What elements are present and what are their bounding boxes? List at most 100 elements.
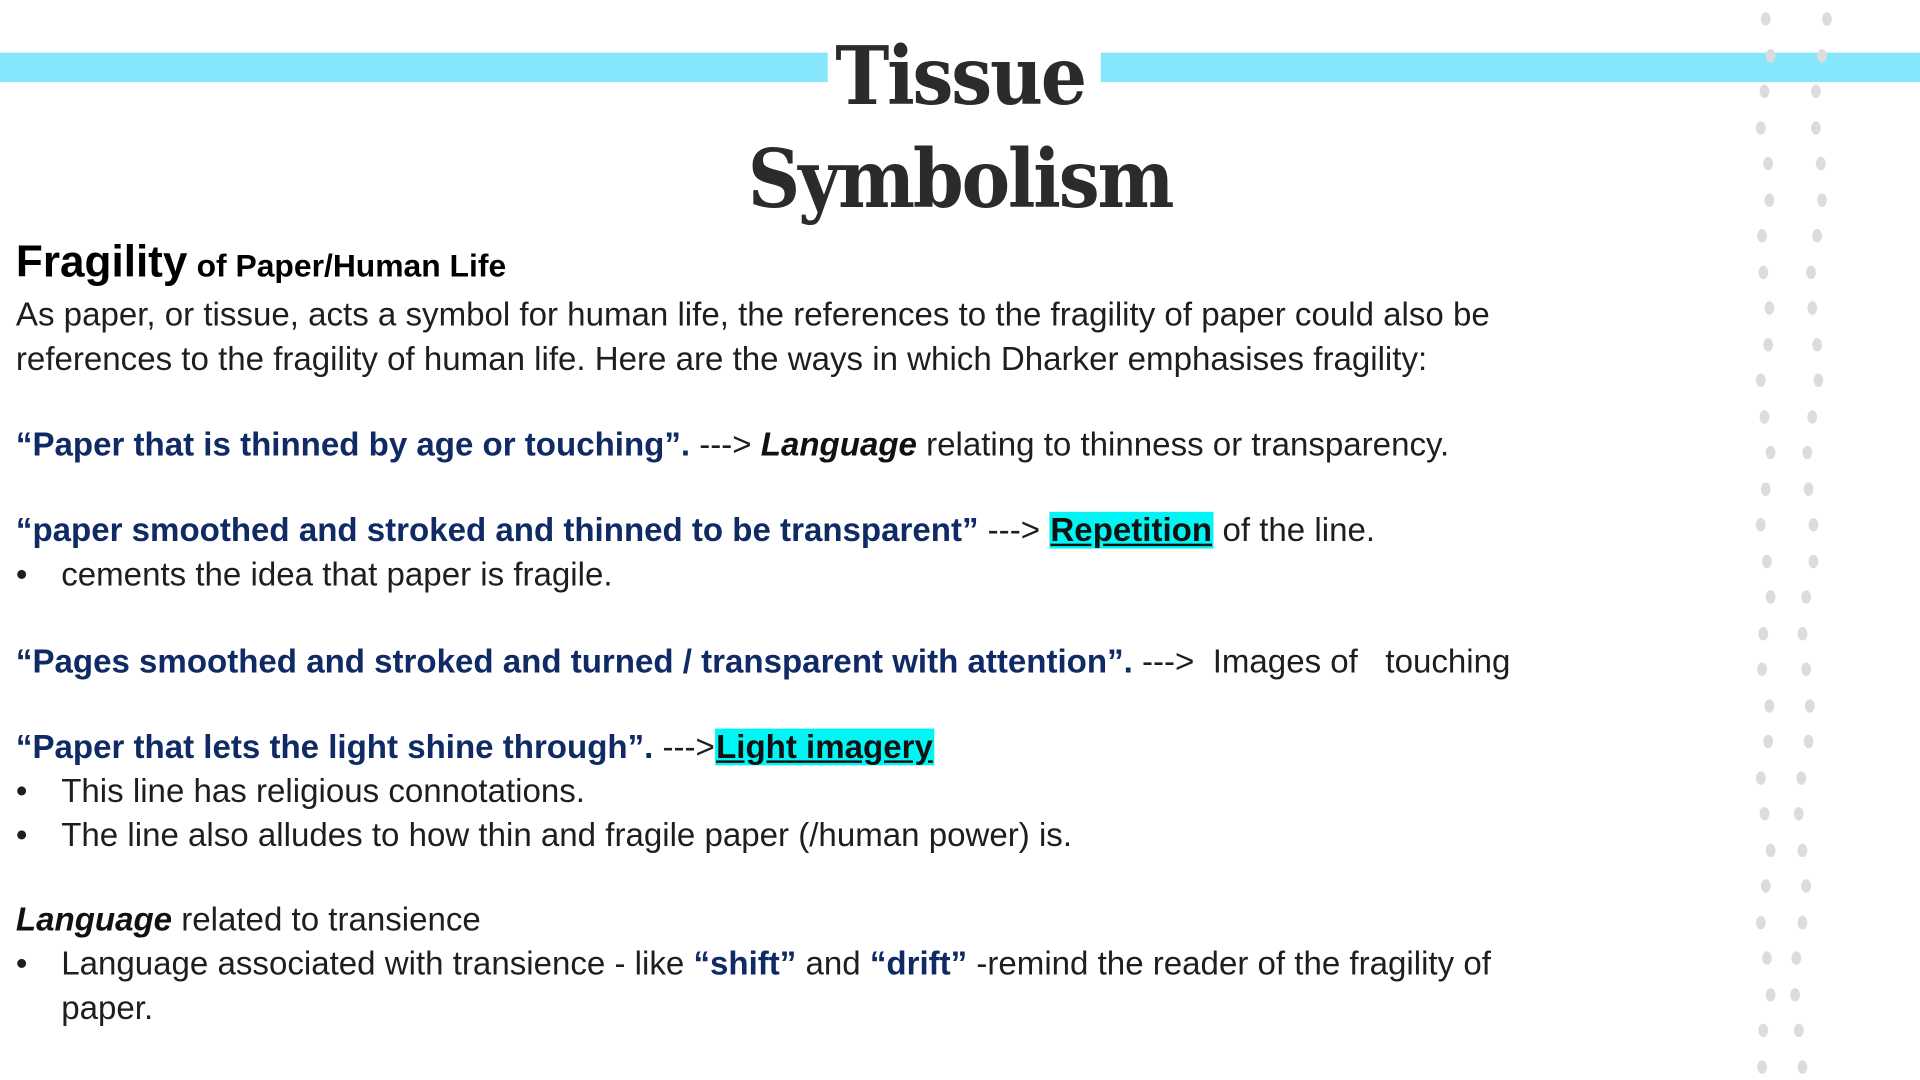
dot-icon: [1794, 1023, 1805, 1038]
dot-icon: [1763, 734, 1774, 749]
quote: “drift”: [869, 945, 968, 983]
explanation: Images of touching: [1212, 642, 1511, 680]
dot-icon: [1756, 517, 1766, 532]
bullet-continuation: paper.: [61, 989, 154, 1027]
heading-rest: related to transience: [172, 901, 481, 938]
dot-icon: [1797, 843, 1808, 857]
section-heading: Fragility of Paper/Human Life: [16, 235, 506, 289]
bullet-item: • cements the idea that paper is fragile.: [16, 552, 613, 596]
dot-icon: [1757, 626, 1768, 640]
point-3: “Pages smoothed and stroked and turned /…: [16, 639, 1511, 683]
dot-icon: [1756, 120, 1767, 135]
transience-heading: Language related to transience: [16, 898, 481, 942]
dot-icon: [1762, 554, 1773, 568]
dot-icon: [1811, 84, 1822, 98]
bullet-text: cements the idea that paper is fragile.: [61, 555, 613, 593]
bullet-text: This line has religious connotations.: [61, 772, 586, 810]
quote: “shift”: [693, 945, 797, 983]
dot-icon: [1798, 915, 1808, 929]
dot-icon: [1800, 662, 1811, 676]
bullet-text: and: [796, 945, 870, 983]
dot-icon: [1759, 84, 1770, 98]
bullet-icon: •: [15, 816, 28, 854]
dot-icon: [1761, 879, 1771, 893]
point-2: “paper smoothed and stroked and thinned …: [16, 508, 1375, 552]
dot-icon: [1757, 228, 1768, 243]
dot-icon: [1755, 915, 1766, 929]
dot-icon: [1757, 265, 1768, 279]
dot-icon: [1764, 698, 1775, 713]
header-bar-right: [1100, 52, 1920, 83]
bullet-text: The line also alludes to how thin and fr…: [61, 816, 1073, 854]
dot-icon: [1796, 770, 1807, 785]
dot-icon: [1797, 626, 1808, 640]
dot-icon: [1817, 48, 1828, 62]
dot-icon: [1817, 192, 1828, 207]
dot-icon: [1803, 734, 1813, 749]
explanation: of the line.: [1213, 511, 1376, 549]
dot-icon: [1804, 481, 1814, 496]
title-line-2: Symbolism: [747, 131, 1175, 227]
dot-icon: [1807, 301, 1818, 315]
dot-icon: [1762, 337, 1773, 351]
arrow: --->: [653, 728, 715, 766]
dot-icon: [1808, 554, 1818, 568]
dot-icon: [1759, 806, 1770, 821]
dot-icon: [1756, 1059, 1767, 1074]
header-bar-left: [0, 52, 828, 83]
dot-icon: [1760, 409, 1770, 424]
highlighted-keyword: Repetition: [1049, 511, 1214, 549]
bullet-icon: •: [15, 772, 28, 810]
dot-icon: [1765, 590, 1775, 604]
dot-icon: [1801, 879, 1812, 893]
dot-icon: [1763, 156, 1774, 171]
dot-icon: [1789, 987, 1800, 1002]
point-4: “Paper that lets the light shine through…: [15, 725, 935, 769]
dot-icon: [1765, 301, 1775, 315]
title-line-1: Tissue: [835, 28, 1087, 124]
intro-line-1: As paper, or tissue, acts a symbol for h…: [15, 296, 1490, 334]
heading-main: Fragility: [15, 236, 188, 287]
dot-icon: [1809, 517, 1819, 532]
dot-icon: [1756, 770, 1767, 785]
dot-icon: [1791, 951, 1802, 965]
dot-icon: [1806, 409, 1817, 424]
bullet-item: • Language associated with transience - l…: [16, 942, 1491, 986]
dot-icon: [1811, 120, 1821, 135]
dot-icon: [1812, 337, 1823, 351]
keyword: Language: [760, 426, 917, 463]
arrow: --->: [978, 511, 1050, 549]
dot-icon: [1805, 698, 1816, 713]
dot-icon: [1757, 662, 1768, 676]
keyword: Language: [15, 901, 173, 938]
bullet-text: Language associated with transience - li…: [61, 945, 694, 983]
bullet-item: • The line also alludes to how thin and f…: [16, 813, 1072, 857]
dot-icon: [1761, 951, 1772, 965]
arrow: --->: [1132, 642, 1213, 680]
dot-icon: [1758, 1023, 1769, 1038]
dot-icon: [1765, 987, 1776, 1002]
bullet-item: • This line has religious connotations.: [16, 769, 585, 813]
dot-icon: [1801, 445, 1812, 460]
dot-icon: [1812, 228, 1823, 243]
dot-icon: [1822, 12, 1832, 26]
dot-icon: [1765, 48, 1776, 62]
dot-icon: [1756, 373, 1766, 387]
dot-icon: [1806, 265, 1817, 279]
dot-icon: [1797, 1059, 1807, 1074]
dot-icon: [1813, 373, 1823, 387]
dot-icon: [1801, 590, 1812, 604]
dot-icon: [1760, 481, 1771, 496]
bullet-icon: •: [15, 555, 28, 593]
explanation: relating to thinness or transparency.: [916, 426, 1450, 463]
point-1: “Paper that is thinned by age or touchin…: [16, 422, 1449, 466]
dot-icon: [1793, 806, 1804, 821]
highlighted-keyword: Light imagery: [714, 728, 935, 766]
bullet-text: -remind the reader of the fragility of: [967, 945, 1491, 983]
bullet-icon: •: [15, 945, 28, 983]
quote: “Pages smoothed and stroked and turned /…: [15, 642, 1133, 680]
dot-icon: [1764, 192, 1775, 207]
dot-icon: [1816, 156, 1826, 171]
quote: “Paper that lets the light shine through…: [15, 728, 654, 766]
